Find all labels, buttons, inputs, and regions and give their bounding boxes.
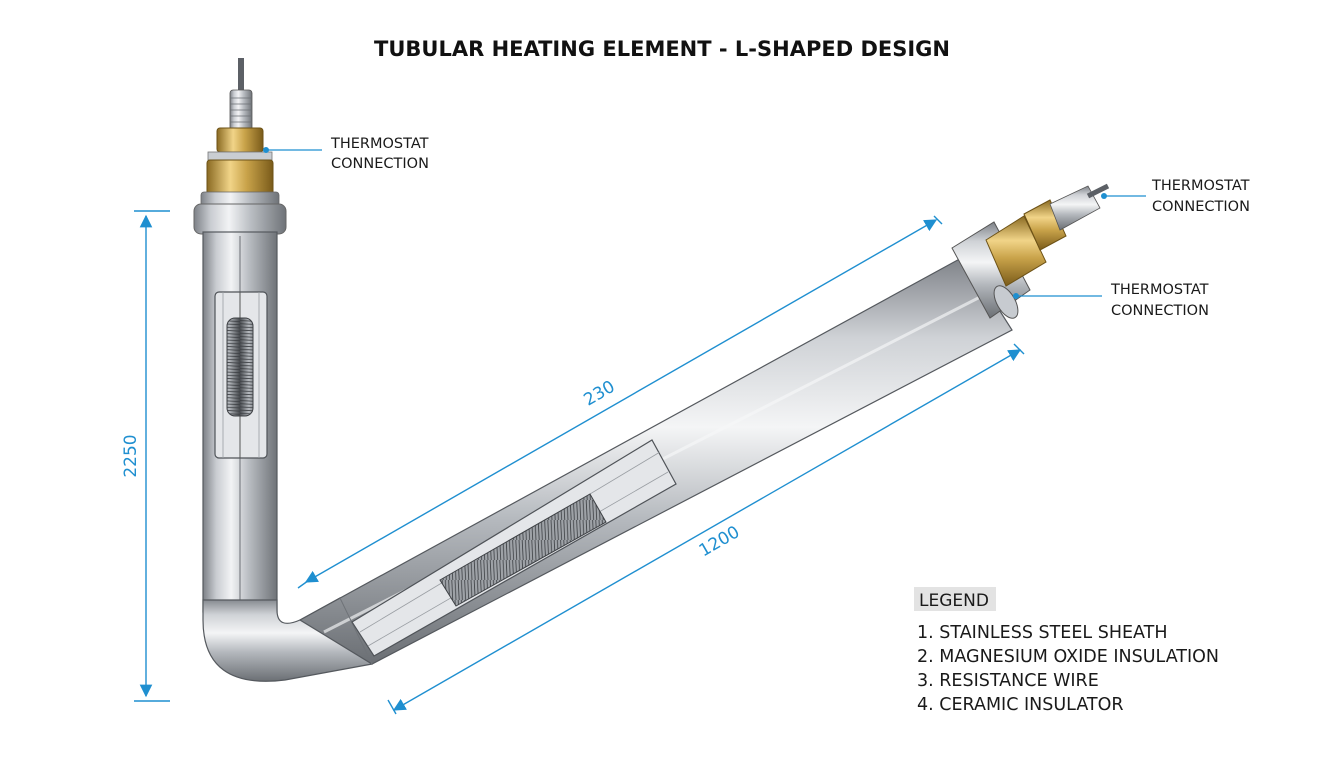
legend-item: 3. RESISTANCE WIRE <box>917 671 1099 691</box>
callout-right-lower-line1: THERMOSTAT <box>1110 282 1209 298</box>
callout-top-line1: THERMOSTAT <box>330 136 429 152</box>
top-terminal-pin <box>238 58 244 94</box>
top-brass-nut-lower <box>206 159 274 197</box>
callout-right-upper-line1: THERMOSTAT <box>1151 178 1250 194</box>
callout-top-thermostat: THERMOSTAT CONNECTION <box>263 136 429 172</box>
right-terminal-assembly <box>951 183 1110 319</box>
top-flange <box>193 203 287 235</box>
callout-right-lower-line2: CONNECTION <box>1111 303 1209 319</box>
dimension-diagonal-bottom-label: 1200 <box>696 522 743 561</box>
vertical-resistance-coil <box>226 317 254 417</box>
dimension-vertical-label: 2250 <box>121 434 141 477</box>
legend-title-background <box>914 587 996 611</box>
legend: LEGEND 1. STAINLESS STEEL SHEATH 2. MAGN… <box>914 587 1219 715</box>
callout-right-lower-thermostat: THERMOSTAT CONNECTION <box>1013 282 1209 319</box>
legend-item: 4. CERAMIC INSULATOR <box>917 695 1124 715</box>
legend-item: 1. STAINLESS STEEL SHEATH <box>917 623 1168 643</box>
legend-item: 2. MAGNESIUM OXIDE INSULATION <box>917 647 1219 667</box>
top-terminal-assembly <box>193 58 287 235</box>
callout-top-line2: CONNECTION <box>331 156 429 172</box>
diagonal-cutaway <box>351 439 677 657</box>
diagram-title: TUBULAR HEATING ELEMENT - L-SHAPED DESIG… <box>374 37 950 61</box>
right-terminal-stud <box>1049 185 1101 231</box>
vertical-cutaway <box>214 291 268 459</box>
legend-title: LEGEND <box>919 591 989 611</box>
callout-right-upper-line2: CONNECTION <box>1152 199 1250 215</box>
right-brass-nut <box>985 215 1047 287</box>
callout-right-upper-thermostat: THERMOSTAT CONNECTION <box>1101 178 1250 215</box>
top-brass-nut-upper <box>216 127 264 153</box>
dimension-vertical: 2250 <box>121 210 170 702</box>
